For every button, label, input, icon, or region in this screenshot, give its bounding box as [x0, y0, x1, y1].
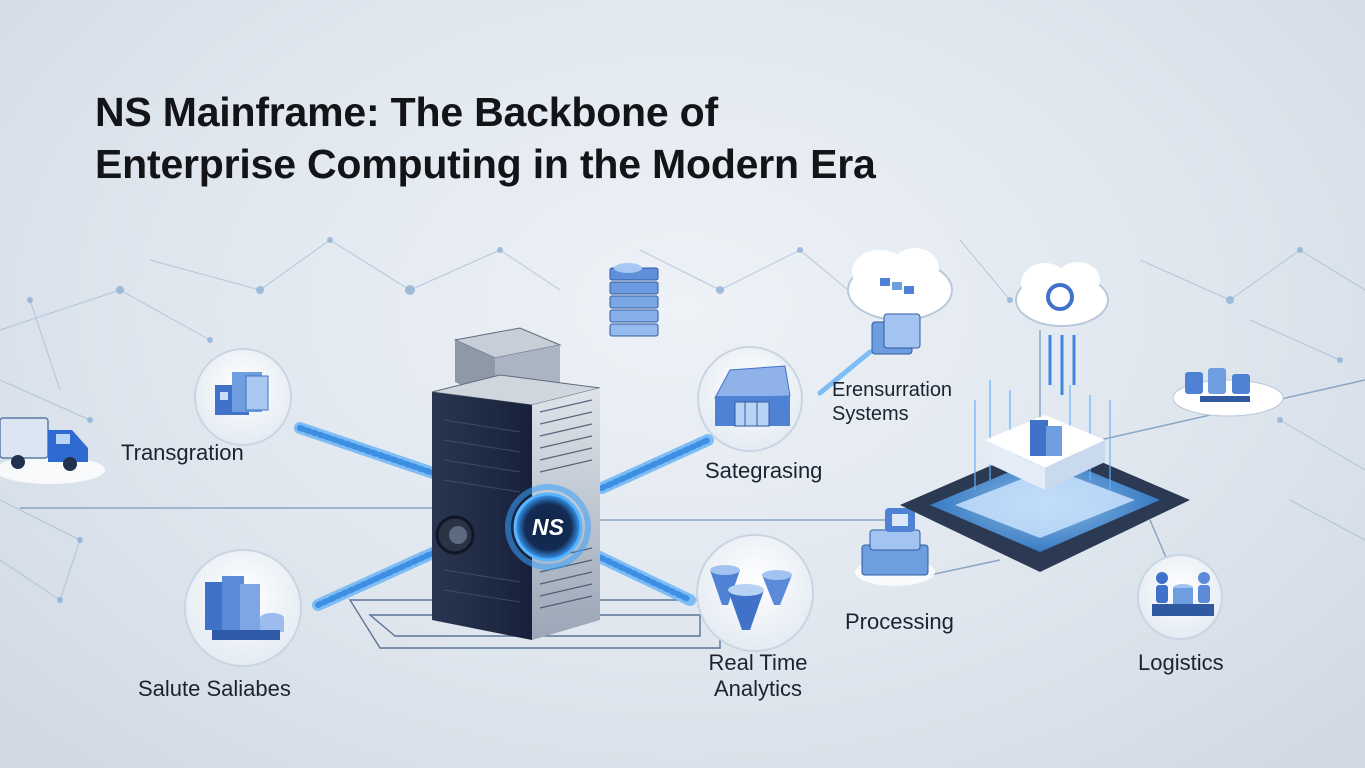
- transgration-node: [194, 348, 292, 446]
- mainframe-server-icon: [431, 327, 601, 640]
- salute-saliabes-label: Salute Saliabes: [138, 676, 291, 701]
- salute-saliabes-node: [184, 549, 302, 667]
- funnel-icon: [710, 565, 792, 630]
- file-stack-icon: [205, 576, 284, 640]
- ns-badge: NS: [532, 514, 564, 540]
- processing-label: Processing: [845, 609, 954, 634]
- warehouse-icon: [714, 365, 791, 427]
- real-time-analytics-label: Real Time Analytics: [690, 650, 826, 702]
- sategrasing-label: Sategrasing: [705, 458, 823, 483]
- cloud-folder-icon: [847, 248, 953, 355]
- ensuration-systems-label-line-1: Erensurration: [832, 379, 953, 401]
- real-time-analytics-label-line-2: Analytics: [713, 676, 803, 701]
- people-database-icon: [1152, 572, 1214, 616]
- platform-chip-icon: [900, 380, 1190, 572]
- ensuration-systems-label-line-2: Systems: [832, 403, 909, 425]
- logistics-label: Logistics: [1138, 650, 1224, 675]
- factory-icon: [215, 372, 269, 415]
- ensuration-systems-label: Erensurration Systems: [832, 378, 952, 426]
- data-center-icon: [985, 415, 1105, 490]
- network-mesh: [0, 239, 1365, 601]
- real-time-analytics-label-line-1: Real Time: [708, 650, 808, 675]
- server-rack-icon: [609, 263, 659, 337]
- cloud-database-icon: [1172, 368, 1284, 417]
- page-title-line-2: Enterprise Computing in the Modern Era: [95, 141, 876, 187]
- page-title-line-1: NS Mainframe: The Backbone of: [95, 89, 718, 135]
- processing-stack-icon: [855, 508, 935, 586]
- network-nodes: [27, 237, 1343, 603]
- sategrasing-node: [697, 346, 803, 452]
- logistics-node: [1137, 554, 1223, 640]
- cloud-sync-icon: [1015, 262, 1109, 395]
- delivery-truck-icon: [0, 417, 105, 484]
- page-title: NS Mainframe: The Backbone of Enterprise…: [95, 86, 1195, 190]
- real-time-analytics-node: [696, 534, 814, 652]
- transgration-label: Transgration: [121, 440, 244, 465]
